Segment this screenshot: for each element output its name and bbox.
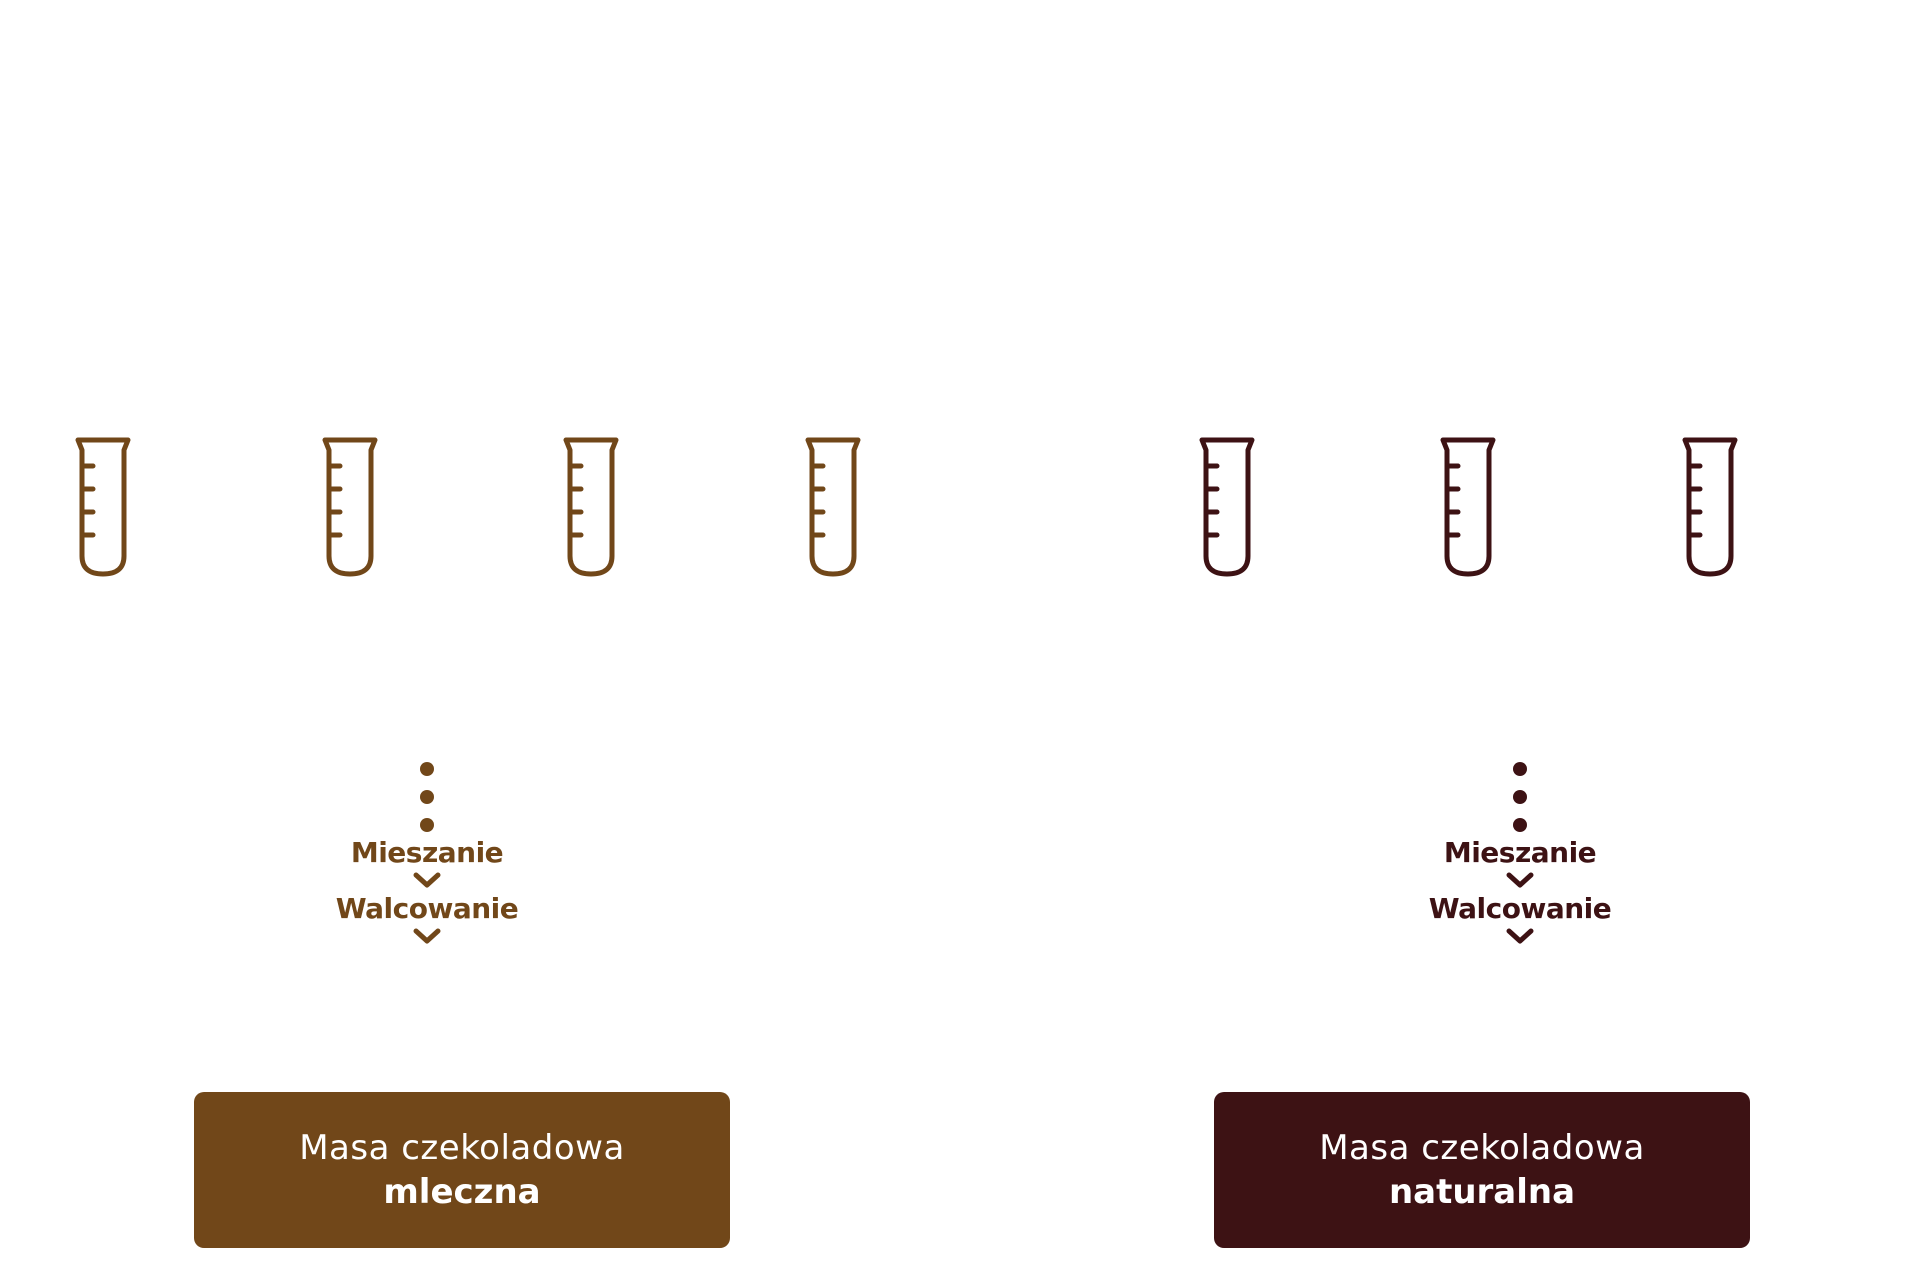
step-rolling-label: Walcowanie <box>335 892 519 925</box>
dot <box>420 818 434 832</box>
dark-result-box: Masa czekoladowa naturalna <box>1214 1092 1750 1248</box>
step-rolling-label: Walcowanie <box>1428 892 1612 925</box>
test-tube-icon <box>1680 436 1740 580</box>
result-title: Masa czekoladowa <box>1319 1128 1645 1168</box>
step-mixing-label: Mieszanie <box>1443 836 1597 869</box>
milk-result-box: Masa czekoladowa mleczna <box>194 1092 730 1248</box>
dot <box>1513 762 1527 776</box>
step-mixing-label: Mieszanie <box>350 836 504 869</box>
test-tube-icon <box>73 436 133 580</box>
result-variant: naturalna <box>1388 1172 1576 1212</box>
chevron-down-icon <box>413 872 441 888</box>
test-tube-icon <box>1438 436 1498 580</box>
test-tube-icon <box>1197 436 1257 580</box>
result-title: Masa czekoladowa <box>299 1128 625 1168</box>
chevron-down-icon <box>1506 928 1534 944</box>
dot <box>1513 818 1527 832</box>
test-tube-icon <box>320 436 380 580</box>
chevron-down-icon <box>1506 872 1534 888</box>
dotted-line-icon <box>1513 762 1527 836</box>
dotted-line-icon <box>420 762 434 836</box>
test-tube-icon <box>803 436 863 580</box>
result-variant: mleczna <box>383 1172 541 1212</box>
dot <box>1513 790 1527 804</box>
chevron-down-icon <box>413 928 441 944</box>
test-tube-icon <box>561 436 621 580</box>
milk-process-flow: Mieszanie Walcowanie <box>307 762 547 948</box>
dot <box>420 790 434 804</box>
dot <box>420 762 434 776</box>
dark-process-flow: Mieszanie Walcowanie <box>1400 762 1640 948</box>
